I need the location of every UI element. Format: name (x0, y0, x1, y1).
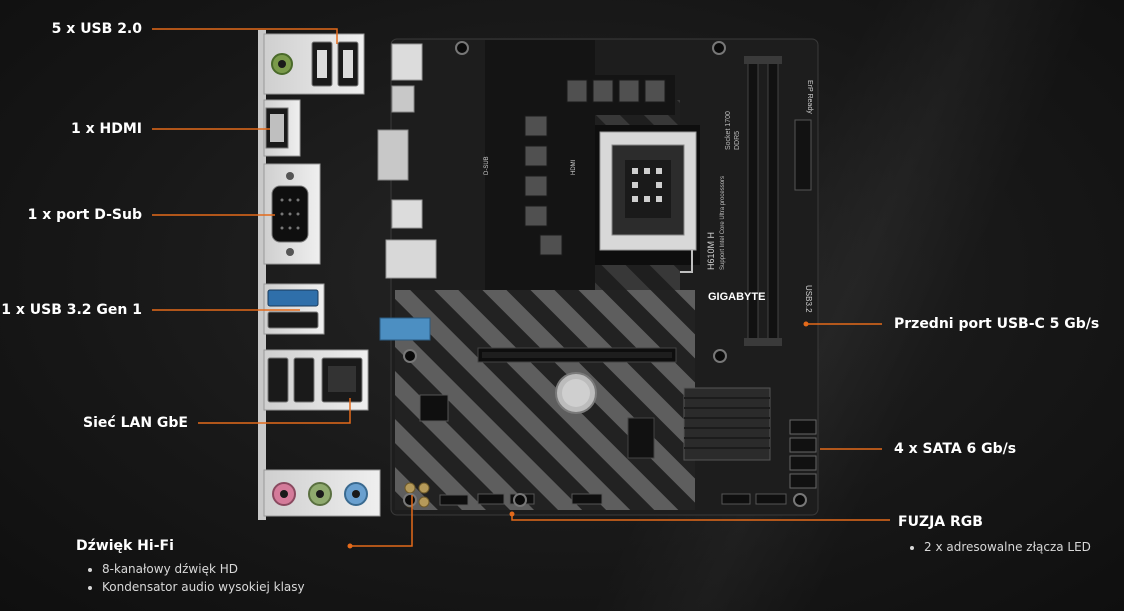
callout-dots (347, 321, 809, 549)
board-usb32-header-text: USB3.2 (804, 285, 813, 313)
board-memory-text: DDR5 (734, 131, 741, 150)
board-rear-io (377, 43, 437, 341)
atx-power-connector (794, 119, 812, 191)
rgb-bullets: 2 x adresowalne złącza LED (906, 538, 1091, 556)
pcie-slot (477, 347, 677, 363)
line-usb20 (152, 28, 338, 44)
callout-sata: 4 x SATA 6 Gb/s (894, 441, 1017, 457)
callout-lan: Sieć LAN GbE (83, 415, 188, 431)
rgb-title: FUZJA RGB (898, 514, 983, 530)
m2-slot (627, 417, 655, 459)
board-erp-text: ErP Ready (806, 80, 813, 114)
audio-bullet: 8-kanałowy dźwięk HD (102, 560, 305, 578)
board-socket-text: Socket 1700 (725, 111, 732, 150)
dimm-slots (744, 56, 782, 346)
io-shield (258, 30, 381, 520)
callout-hdmi: 1 x HDMI (71, 121, 142, 137)
callout-usb32: 1 x USB 3.2 Gen 1 (1, 302, 142, 318)
audio-codec-chip (419, 394, 449, 422)
usb20-port (267, 311, 319, 329)
board-brand-text: GIGABYTE (708, 291, 765, 303)
cpu-socket (595, 125, 700, 273)
motherboard: GIGABYTE H610M H Support Intel Core Ultr… (377, 38, 819, 516)
board-model-text: H610M H (706, 232, 716, 270)
line-audio (350, 495, 413, 547)
usb20-port (293, 357, 315, 403)
callout-lines (152, 28, 890, 547)
audio-title: Dźwięk Hi-Fi (76, 538, 174, 554)
callout-dsub: 1 x port D-Sub (27, 207, 142, 223)
sata-ports (789, 419, 817, 489)
audio-bullet: Kondensator audio wysokiej klasy (102, 578, 305, 596)
board-support-text: Support Intel Core Ultra processors (720, 176, 726, 270)
audio-bullets: 8-kanałowy dźwięk HD Kondensator audio w… (84, 560, 305, 596)
callout-usb20: 5 x USB 2.0 (51, 21, 142, 37)
cmos-battery (555, 372, 597, 414)
line-rgb (511, 516, 890, 521)
board-hdmi-text: HDMI (571, 159, 577, 175)
chipset-heatsink (683, 387, 771, 461)
rgb-bullet: 2 x adresowalne złącza LED (924, 538, 1091, 556)
usb32-port (267, 289, 319, 307)
board-dsub-text: D-SUB (484, 156, 490, 175)
usb20-port (267, 357, 289, 403)
mounting-holes (403, 41, 807, 507)
vrm-area (485, 40, 675, 290)
line-lan (198, 398, 351, 424)
callout-front-usbc: Przedni port USB-C 5 Gb/s (894, 316, 1100, 332)
